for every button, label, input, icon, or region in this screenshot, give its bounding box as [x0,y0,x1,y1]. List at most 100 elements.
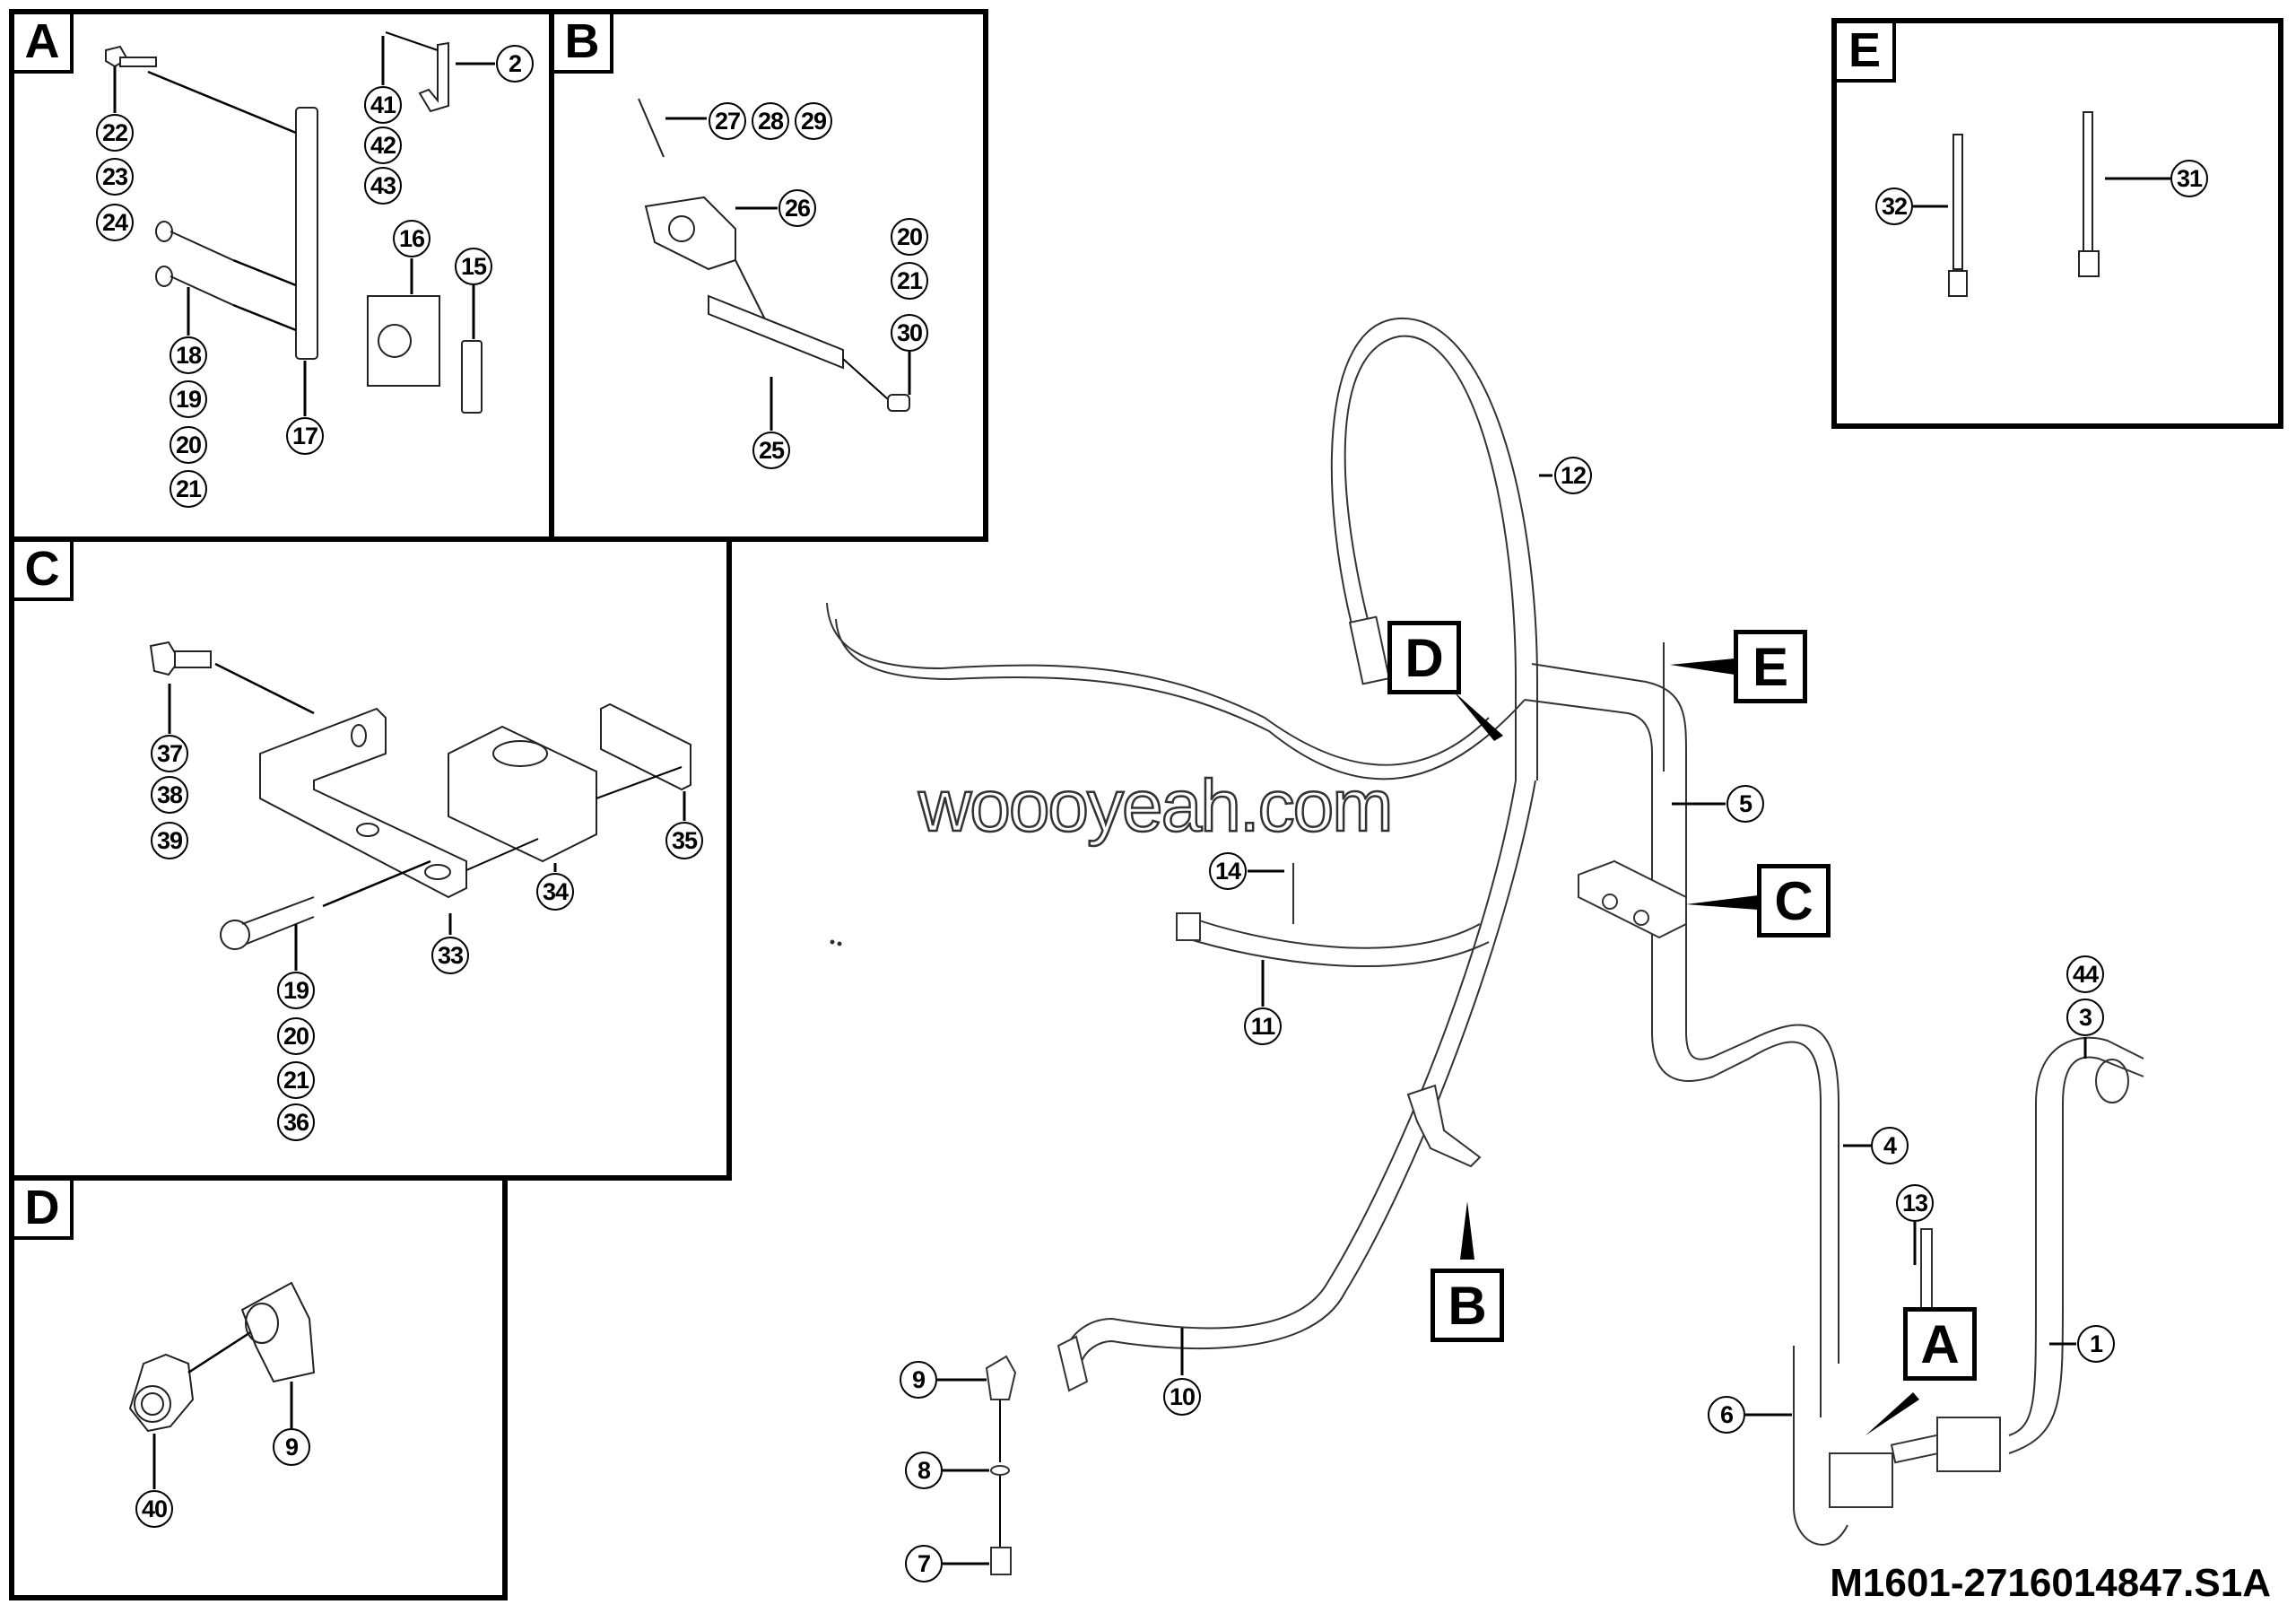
callout-b-20[interactable]: 20 [891,218,928,256]
clamp-16 [367,295,440,387]
hose-10 [1066,780,1517,1347]
callout-c-38[interactable]: 38 [151,776,188,814]
callout-1[interactable]: 1 [2077,1325,2115,1363]
callout-d-9[interactable]: 9 [273,1428,310,1466]
pipe-5 [1531,663,1687,1032]
callout-5[interactable]: 5 [1726,785,1764,823]
pipe-6 [1793,1346,1848,1546]
callout-44[interactable]: 44 [2066,955,2104,993]
bracket-2 [418,41,449,113]
callout-c-33[interactable]: 33 [431,937,469,974]
adapter-7 [990,1547,1012,1575]
drawing-code: M1601-2716014847.S1A [1830,1561,2271,1605]
callout-a-24[interactable]: 24 [96,204,134,241]
main-assembly-art [826,317,2144,1575]
callout-6[interactable]: 6 [1708,1396,1745,1434]
panel-tag-b: B [554,14,613,74]
callout-a-23[interactable]: 23 [96,158,134,196]
bolt-19 [220,920,250,950]
panel-b-art [638,98,911,431]
callout-b-25[interactable]: 25 [752,432,790,469]
callout-13[interactable]: 13 [1896,1184,1934,1222]
callout-a-2[interactable]: 2 [496,45,534,83]
callout-a-21[interactable]: 21 [170,470,207,508]
panel-tag-d: D [14,1181,74,1240]
callout-c-20[interactable]: 20 [277,1017,315,1055]
pipe-4 [1651,1031,1822,1417]
callout-d-40[interactable]: 40 [135,1490,173,1528]
bracket-17 [295,107,318,360]
callout-12[interactable]: 12 [1554,457,1592,494]
watermark: woooyeah.com [918,764,1395,849]
callout-e-31[interactable]: 31 [2170,160,2208,197]
callout-a-16[interactable]: 16 [393,220,430,257]
clamp-34 [448,725,597,863]
callout-a-19[interactable]: 19 [170,380,207,418]
panel-c-art [149,641,691,971]
callout-4[interactable]: 4 [1871,1127,1909,1164]
bracket-c [1578,859,1687,939]
bracket-25 [708,294,844,370]
callout-11[interactable]: 11 [1244,1007,1282,1045]
callout-b-30[interactable]: 30 [891,314,928,352]
panel-tag-e: E [1837,23,1896,83]
detail-panel-d: D [9,1175,508,1600]
detail-ref-c[interactable]: C [1757,864,1831,937]
pipe-3-end [2095,1059,2129,1103]
panel-e-art [1913,111,2170,297]
detail-ref-d[interactable]: D [1387,621,1461,694]
hose-11 [1183,914,1481,949]
clamp-b [1406,1084,1482,1168]
callout-a-20[interactable]: 20 [170,426,207,464]
callout-14[interactable]: 14 [1209,852,1247,890]
callout-a-42[interactable]: 42 [364,126,402,164]
callout-a-18[interactable]: 18 [170,336,207,374]
callout-7[interactable]: 7 [905,1545,943,1583]
callout-c-37[interactable]: 37 [151,735,188,772]
o-ring-8 [990,1465,1010,1476]
plate-35 [600,702,691,791]
callout-a-41[interactable]: 41 [364,86,402,124]
callout-b-21[interactable]: 21 [891,262,928,300]
callout-a-22[interactable]: 22 [96,114,134,152]
callout-9[interactable]: 9 [900,1361,937,1399]
stud-13 [1920,1228,1933,1320]
callout-c-36[interactable]: 36 [277,1103,315,1141]
wire-harness [826,602,1490,766]
callout-10[interactable]: 10 [1163,1378,1201,1416]
callout-b-28[interactable]: 28 [752,102,789,140]
tube-32 [1952,134,1963,270]
callout-3[interactable]: 3 [2066,998,2104,1036]
callout-b-26[interactable]: 26 [778,189,816,227]
callout-c-35[interactable]: 35 [665,822,703,859]
panel-a-art [105,31,495,416]
callout-b-27[interactable]: 27 [709,102,746,140]
callout-e-32[interactable]: 32 [1875,187,1913,225]
detail-panel-b: B [549,9,988,542]
callout-c-21[interactable]: 21 [277,1061,315,1099]
pipe-1 [2008,1056,2144,1454]
detail-panel-e: E [1831,18,2283,429]
callout-a-17[interactable]: 17 [286,417,324,455]
detail-ref-a[interactable]: A [1903,1307,1977,1381]
callout-a-15[interactable]: 15 [455,248,492,285]
callout-c-19[interactable]: 19 [277,972,315,1009]
callout-c-39[interactable]: 39 [151,822,188,859]
clamp-a [1829,1452,1893,1508]
panel-tag-c: C [14,542,74,601]
elbow-9 [240,1281,316,1383]
detail-ref-e[interactable]: E [1734,630,1807,703]
bracket-33 [259,707,467,899]
callout-8[interactable]: 8 [905,1452,943,1489]
hose-12 [1344,335,1517,780]
detail-ref-b[interactable]: B [1431,1269,1504,1342]
callout-a-43[interactable]: 43 [364,167,402,205]
panel-d-art [128,1281,316,1489]
plate-15 [461,340,483,414]
detail-panel-c: C [9,536,732,1181]
panel-tag-a: A [14,14,74,74]
callout-b-29[interactable]: 29 [795,102,832,140]
elbow-9-main [985,1355,1017,1400]
callout-c-34[interactable]: 34 [536,873,574,911]
